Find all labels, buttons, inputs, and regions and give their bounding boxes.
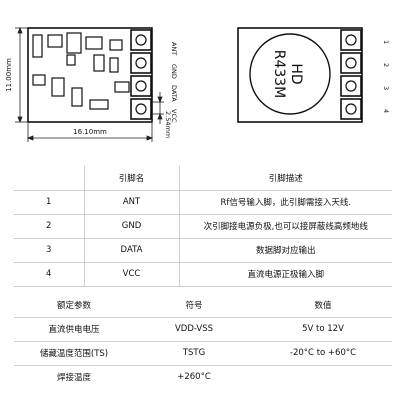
chip-text-hd: HD (288, 63, 304, 84)
param-name-cell: 直流供电电压 (48, 325, 100, 335)
module-top-view (27, 27, 153, 123)
pin-desc-cell: 数据脚对应输出 (178, 238, 392, 262)
pitch-dim-label: 2.54mm (164, 111, 172, 138)
pin-number-cell: 1 (46, 197, 52, 207)
param-name-cell: 焊接温度 (56, 373, 91, 384)
table-row: 2 GND 次引脚接电源负极,也可以接屏蔽线高频地线 (14, 214, 392, 238)
table-row: 1 ANT Rf信号输入脚，此引脚需接入天线. (14, 190, 392, 214)
pin-name-cell: GND (83, 214, 179, 238)
table-row: 4 VCC 直流电源正极输入脚 (14, 262, 392, 286)
pin-name-cell: ANT (83, 190, 179, 214)
width-dim-label: 16.10mm (73, 128, 107, 136)
table-header-row: 额定参数 符号 数值 (14, 293, 392, 317)
module-diagram: 11.00mm (5, 26, 390, 142)
table-header-row: 引脚名 引脚描述 (14, 166, 392, 190)
param-name-cell: 储藏温度范围(TS) (39, 349, 109, 359)
pin-number-2: 2 (382, 63, 390, 67)
height-dim-label: 11.00mm (5, 58, 13, 92)
pin-desc-cell: 次引脚接电源负极,也可以接屏蔽线高频地线 (178, 214, 392, 238)
param-value-cell: 5V to 12V (302, 324, 344, 334)
param-symbol-cell: TSTG (182, 348, 206, 358)
pitch-dimension (152, 92, 164, 124)
pin-label-gnd: GND (170, 64, 178, 79)
param-value-cell: -20°C to +60°C (289, 348, 357, 358)
param-value-cell (254, 365, 392, 389)
header-cell: 引脚描述 (178, 166, 392, 190)
header-cell: 符号 (185, 300, 203, 311)
header-cell: 引脚名 (83, 166, 179, 190)
height-dimension (15, 26, 28, 124)
header-cell: 额定参数 (56, 300, 91, 311)
rated-parameters-table: 额定参数 符号 数值 直流供电电压 VDD-VSS 5V to 12V 储藏温度… (14, 293, 392, 389)
header-cell (14, 166, 84, 190)
pin-name-cell: VCC (83, 262, 179, 286)
pin-number-cell: 4 (46, 269, 52, 279)
pin-number-4: 4 (382, 109, 390, 113)
pin-number-cell: 2 (46, 221, 52, 231)
pin-description-table: 引脚名 引脚描述 1 ANT Rf信号输入脚，此引脚需接入天线. 2 GND 次… (14, 166, 392, 287)
pin-label-ant: ANT (170, 42, 178, 55)
param-symbol-cell: VDD-VSS (174, 324, 214, 334)
pin-label-vcc: VCC (170, 109, 178, 123)
width-dimension (26, 123, 154, 142)
chip-text-model: R433M (271, 50, 287, 99)
pin-name-cell: DATA (83, 238, 179, 262)
pin-number-3: 3 (382, 86, 390, 90)
table-row: 直流供电电压 VDD-VSS 5V to 12V (14, 317, 392, 341)
pin-number-1: 1 (382, 40, 390, 44)
pin-label-data: DATA (170, 85, 178, 102)
table-row: 3 DATA 数据脚对应输出 (14, 238, 392, 262)
param-symbol-cell: +260°C (177, 372, 211, 383)
module-back-view (237, 27, 363, 123)
header-cell: 数值 (314, 300, 332, 311)
pin-number-cell: 3 (46, 245, 52, 255)
pin-desc-cell: 直流电源正极输入脚 (178, 262, 392, 286)
table-row: 焊接温度 +260°C (14, 365, 392, 389)
table-row: 储藏温度范围(TS) TSTG -20°C to +60°C (14, 341, 392, 365)
pin-desc-cell: Rf信号输入脚，此引脚需接入天线. (178, 190, 392, 214)
